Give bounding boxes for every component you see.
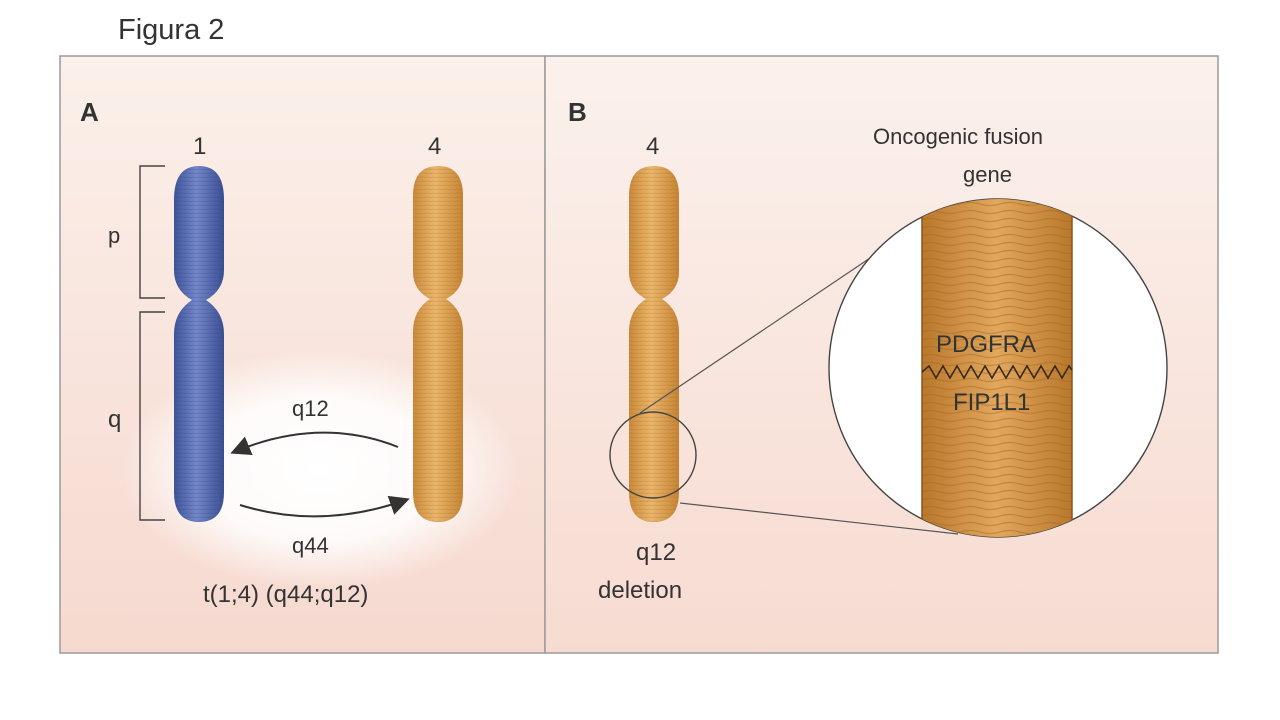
chromosome-4-b	[629, 166, 679, 522]
panel-a-label: A	[80, 97, 99, 127]
p-arm-bracket	[139, 165, 165, 299]
gene-fip1l1: FIP1L1	[953, 389, 1030, 416]
chromosome-4-a	[413, 166, 463, 522]
fusion-title-line2: gene	[963, 162, 1012, 187]
gene-pdgfra: PDGFRA	[936, 331, 1036, 358]
arrow-q12-label: q12	[292, 396, 329, 421]
chromosome-4-label-b: 4	[646, 133, 659, 160]
translocation-caption: t(1;4) (q44;q12)	[203, 581, 368, 608]
fusion-junction	[921, 364, 1073, 380]
arrow-q12	[230, 431, 399, 456]
zoom-line-bottom	[679, 502, 959, 535]
deletion-label-line2: deletion	[598, 577, 682, 604]
fusion-title-line1: Oncogenic fusion	[873, 124, 1043, 149]
chromosome-4-label-a: 4	[428, 133, 441, 160]
magnified-view	[828, 198, 1168, 538]
chromosome-1	[174, 166, 224, 522]
deletion-label-line1: q12	[636, 539, 676, 566]
q-arm-bracket	[139, 311, 165, 521]
arrow-q44	[239, 495, 410, 518]
p-arm-label: p	[108, 223, 120, 248]
q-arm-label: q	[108, 406, 121, 433]
panel-b-label: B	[568, 97, 587, 127]
chromosome-1-label: 1	[193, 133, 206, 160]
zoom-line-top	[639, 249, 883, 414]
deletion-highlight-circle	[609, 411, 697, 499]
arrow-q44-label: q44	[292, 533, 329, 558]
figure-title: Figura 2	[118, 14, 225, 46]
